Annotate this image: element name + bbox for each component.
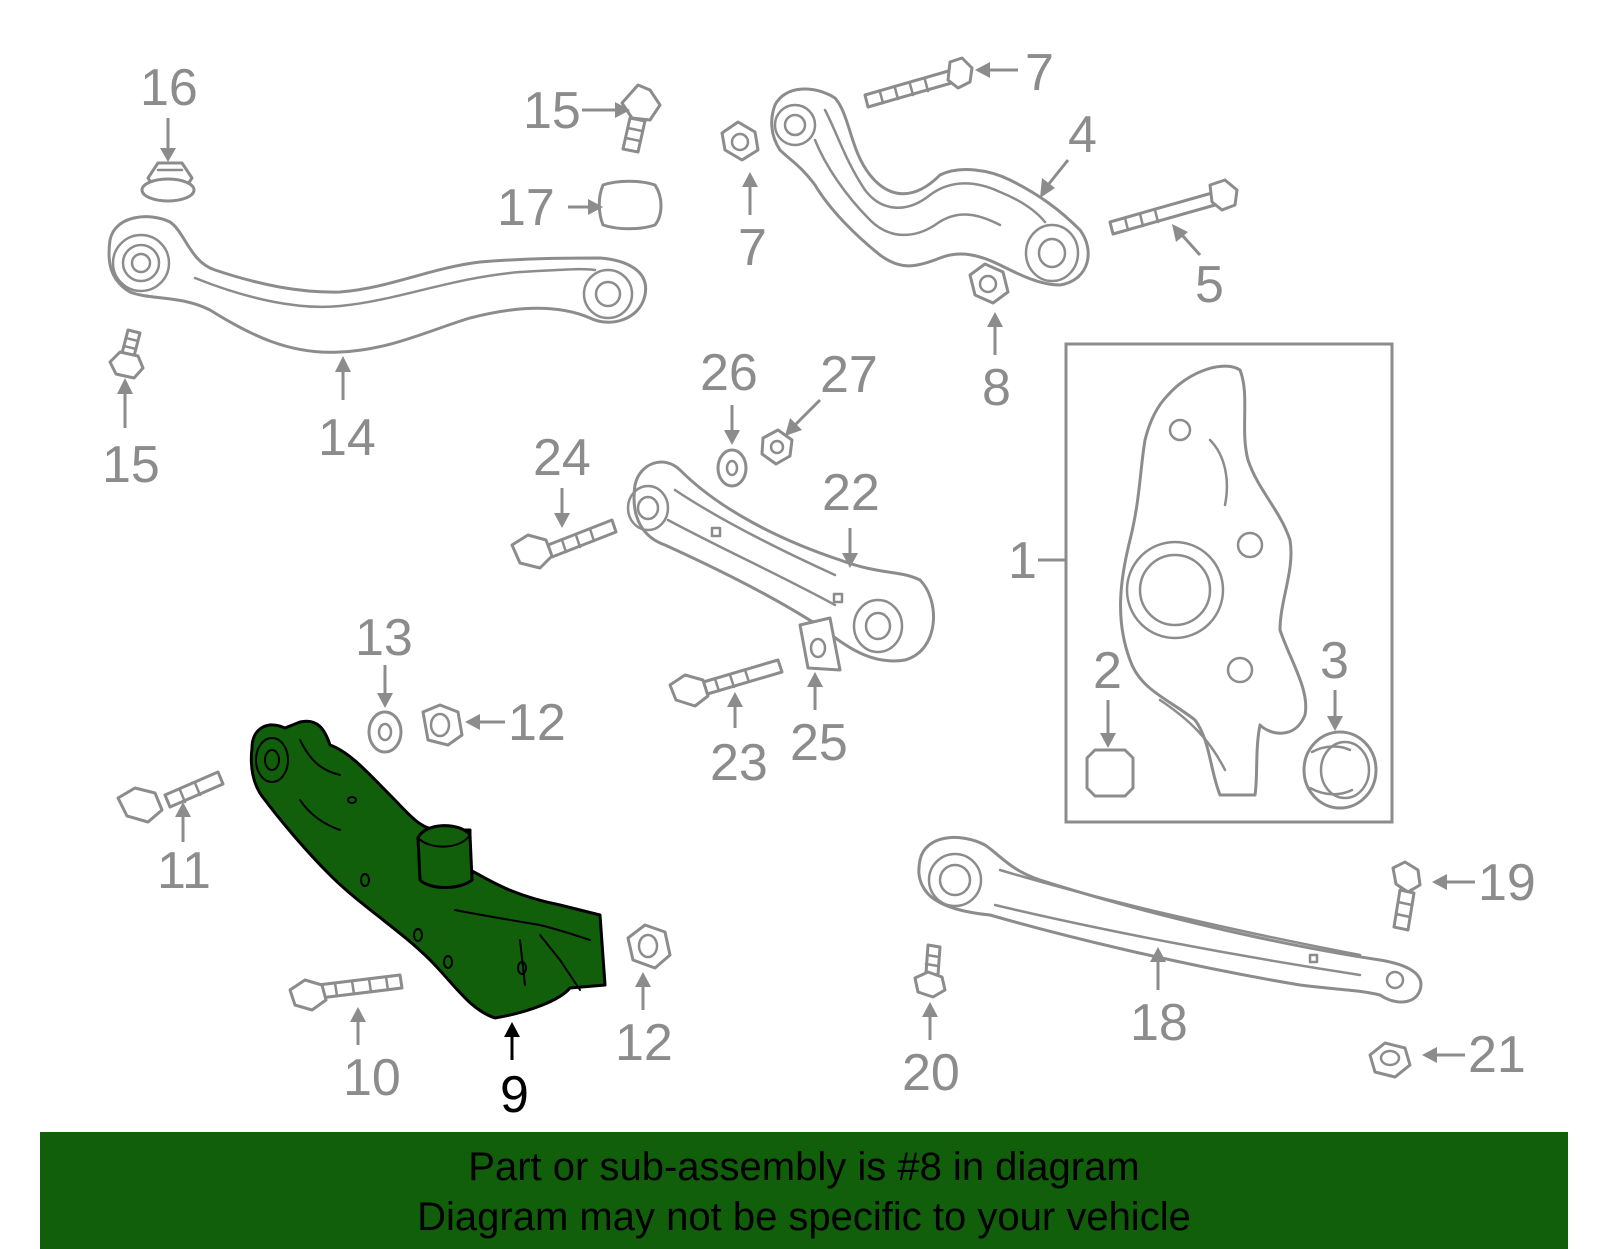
- callout-7-lower: 8: [982, 359, 1011, 417]
- part-13-washer[interactable]: [367, 710, 403, 754]
- callout-15-top: 15: [523, 82, 581, 140]
- callout-24: 24: [533, 429, 591, 487]
- part-20-bolt[interactable]: [913, 943, 947, 999]
- callout-13: 13: [355, 609, 413, 667]
- callout-15-lower: 15: [102, 436, 160, 494]
- part-25-plate[interactable]: [798, 616, 842, 672]
- callout-25: 25: [790, 714, 848, 772]
- part-9-bolt[interactable]: [288, 973, 404, 1012]
- callout-26: 26: [700, 344, 758, 402]
- part-17-bushing[interactable]: [597, 179, 663, 231]
- part-27-nut[interactable]: [760, 428, 794, 466]
- part-7-nut-lower[interactable]: [968, 262, 1010, 305]
- part-26-washer[interactable]: [716, 448, 748, 488]
- callout-labels: 16 15 17 15 14 7 4 7 5 8 26 27 24 22 1 2…: [102, 44, 1536, 1124]
- part-6-bolt[interactable]: [863, 56, 974, 109]
- part-14-control-arm[interactable]: [107, 215, 648, 354]
- callout-3: 3: [1320, 632, 1349, 690]
- part-11-nut[interactable]: [626, 923, 672, 970]
- callout-27: 27: [820, 346, 878, 404]
- callout-22: 22: [822, 464, 880, 522]
- part-12-nut[interactable]: [421, 703, 464, 747]
- part-7-nut-upper[interactable]: [720, 120, 760, 162]
- part-19-bolt[interactable]: [1391, 860, 1422, 932]
- part-3-bushing[interactable]: [1302, 730, 1378, 810]
- callout-5: 5: [1195, 256, 1224, 314]
- callout-4: 4: [1068, 106, 1097, 164]
- callout-2: 2: [1093, 642, 1122, 700]
- callout-1: 1: [1008, 532, 1037, 590]
- part-18-lower-arm[interactable]: [917, 835, 1423, 1004]
- callout-21: 21: [1468, 1026, 1526, 1084]
- part-23-bolt[interactable]: [668, 658, 784, 708]
- part-15-bolt-lower[interactable]: [108, 328, 145, 380]
- part-24-bolt[interactable]: [510, 518, 618, 570]
- part-1-knuckle-box[interactable]: [1064, 342, 1394, 824]
- banner-line-1: Part or sub-assembly is #8 in diagram: [468, 1145, 1140, 1189]
- info-banner: Part or sub-assembly is #8 in diagram Di…: [40, 1132, 1568, 1249]
- callout-9: 10: [343, 1049, 401, 1107]
- part-2-cap[interactable]: [1085, 748, 1135, 798]
- callout-10: 11: [157, 842, 211, 900]
- banner-line-2: Diagram may not be specific to your vehi…: [417, 1195, 1191, 1239]
- leader-arrows: [117, 62, 1475, 1063]
- callout-23: 23: [710, 734, 768, 792]
- part-5-bolt[interactable]: [1108, 178, 1239, 236]
- callout-20: 20: [902, 1044, 960, 1102]
- part-22-link-arm[interactable]: [626, 460, 935, 663]
- callout-16: 16: [140, 59, 198, 117]
- callout-19: 19: [1478, 854, 1536, 912]
- part-4-upper-arm[interactable]: [770, 87, 1090, 287]
- callout-7-upper: 7: [738, 219, 767, 277]
- callout-17: 17: [497, 179, 555, 237]
- callout-8: 9: [500, 1066, 529, 1124]
- part-8-trailing-arm-highlighted[interactable]: [249, 719, 607, 1020]
- callout-11: 12: [615, 1014, 673, 1072]
- part-15-bolt-upper[interactable]: [620, 83, 662, 154]
- callout-18: 18: [1130, 994, 1188, 1052]
- part-21-nut[interactable]: [1368, 1041, 1412, 1079]
- part-16-nut[interactable]: [140, 161, 196, 203]
- callout-14: 14: [318, 409, 376, 467]
- part-10-bolt[interactable]: [116, 770, 225, 824]
- callout-12: 12: [508, 694, 566, 752]
- callout-6: 7: [1025, 44, 1054, 102]
